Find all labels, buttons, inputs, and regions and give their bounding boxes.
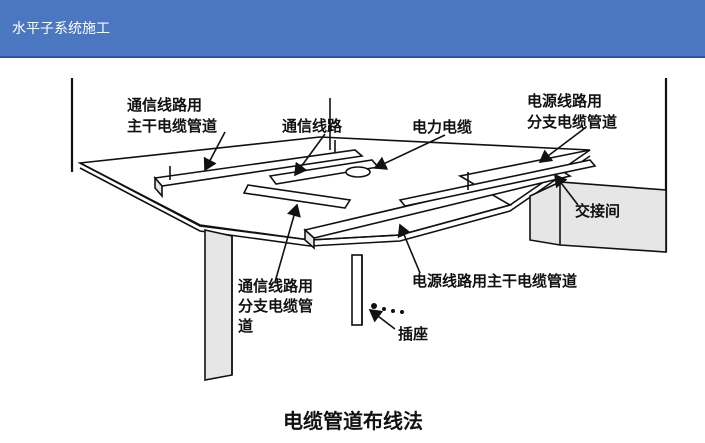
label-comm-trunk-2: 主干电缆管道	[127, 117, 217, 135]
arrow-socket	[368, 309, 396, 330]
label-power-branch-1: 电源线路用	[527, 92, 602, 110]
arrow-power-trunk	[397, 223, 421, 274]
header-title: 水平子系统施工	[12, 21, 110, 37]
arrow-power-branch	[538, 127, 586, 163]
label-socket: 插座	[398, 325, 428, 343]
diagram-caption: 电缆管道布线法	[283, 409, 423, 433]
label-comm-trunk-1: 通信线路用	[127, 96, 202, 114]
label-comm-branch-3: 道	[238, 317, 253, 335]
left-support-wall	[204, 229, 233, 381]
label-comm-branch-1: 通信线路用	[238, 277, 313, 295]
comm-branch-duct	[242, 159, 380, 209]
label-power-cable: 电力电缆	[412, 118, 472, 136]
arrow-comm-branch	[274, 203, 301, 283]
header-bar: 水平子系统施工	[0, 0, 705, 56]
arrow-cross-connect	[554, 173, 579, 206]
label-power-trunk: 电源线路用主干电缆管道	[412, 272, 577, 290]
power-outlet-box	[345, 166, 371, 178]
arrow-comm-line	[294, 133, 326, 177]
comm-trunk-duct	[153, 140, 364, 199]
arrow-comm-trunk	[203, 131, 226, 172]
label-power-branch-2: 分支电缆管道	[527, 113, 617, 131]
arrow-power-cable	[373, 134, 446, 170]
label-comm-branch-2: 分支电缆管	[238, 297, 313, 315]
socket-drop	[351, 254, 404, 326]
socket-dot	[371, 303, 377, 309]
power-trunk-duct	[303, 159, 597, 250]
label-cross-connect: 交接间	[575, 202, 620, 220]
label-comm-line: 通信线路	[282, 117, 343, 135]
header-divider	[0, 56, 705, 58]
